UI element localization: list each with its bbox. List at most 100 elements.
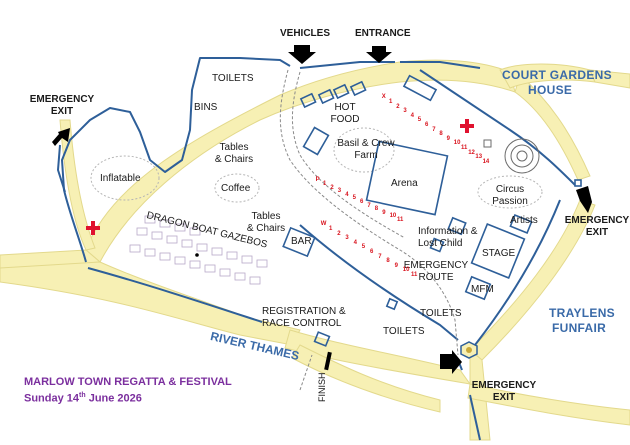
stall-number: 2 — [337, 230, 341, 237]
toilets-mid-label: TOILETS — [420, 308, 462, 319]
stall-number: 11 — [411, 272, 418, 278]
lost-child-label: Lost Child — [418, 238, 463, 249]
stall-number: 2 — [330, 184, 334, 191]
emergency-exit-e-label: EMERGENCY EXIT — [563, 215, 630, 239]
emergency-exit-arrow-icon — [440, 350, 462, 374]
emergency-exit-nw-label: EMERGENCY EXIT — [28, 94, 96, 118]
artists-label: Artists — [510, 215, 538, 226]
structures — [282, 74, 582, 347]
tables-chairs-right-label: Tables & Chairs — [244, 211, 288, 235]
gazebo-marker-dot — [195, 253, 199, 257]
stage-label: STAGE — [482, 248, 516, 259]
stall-number: 9 — [394, 262, 398, 269]
tables-text: Tables — [251, 211, 281, 222]
emergency-exit-text: EMERGENCY — [29, 94, 95, 105]
access-arrows — [52, 45, 592, 374]
first-aid-icon — [86, 119, 474, 235]
stall-number: 1 — [323, 181, 327, 187]
stall-number: 10 — [453, 140, 461, 147]
gazebo-grid — [129, 215, 268, 285]
arena-label: Arena — [391, 178, 418, 189]
exit-text: EXIT — [585, 227, 609, 238]
tables-chairs-left-label: Tables & Chairs — [212, 142, 256, 166]
passion-text: Passion — [492, 196, 528, 207]
circus-text: Circus — [495, 184, 525, 195]
stall-number: 8 — [374, 206, 379, 213]
bar-label: BAR — [291, 236, 312, 247]
stall-number: 6 — [425, 122, 429, 128]
chairs-text: & Chairs — [214, 154, 254, 165]
stall-number: 7 — [367, 202, 371, 209]
information-label: Information & — [418, 226, 478, 237]
service-tracks — [279, 69, 459, 391]
event-date: Sunday 14th June 2026 — [24, 392, 142, 405]
circus-ring — [483, 138, 540, 174]
stall-number: 7 — [432, 126, 436, 133]
stall-row-letter: W — [320, 221, 327, 228]
traylens-label: TRAYLENS — [549, 306, 615, 320]
basil-crew-farm-label: Basil & Crew Farm — [334, 138, 398, 162]
tables-text: Tables — [219, 142, 249, 153]
stall-number: 6 — [370, 249, 374, 255]
stall-number: 8 — [386, 258, 390, 265]
site-boundary — [57, 57, 576, 441]
hot-text: HOT — [334, 102, 356, 113]
farm-text: Farm — [354, 150, 378, 161]
stall-number: 4 — [410, 112, 414, 119]
stall-number: 5 — [361, 244, 366, 251]
finish-label: FINISH — [317, 372, 327, 402]
stall-number: 4 — [353, 239, 357, 246]
stall-number: 1 — [329, 226, 333, 232]
stall-number: 5 — [352, 195, 356, 202]
circus-passion-label: Circus Passion — [490, 184, 530, 208]
stall-number: 14 — [482, 158, 490, 165]
emergency-text: EMERGENCY — [403, 260, 469, 271]
stall-row-letter: X — [381, 94, 386, 101]
stall-number: 4 — [345, 191, 349, 198]
emergency-exit-arrow-icon — [52, 128, 70, 146]
landmark-hexagon-icon — [460, 341, 478, 359]
stall-number: 2 — [396, 103, 400, 110]
hot-food-label: HOT FOOD — [330, 102, 360, 126]
stall-number: 6 — [360, 199, 364, 205]
stall-number: 13 — [475, 154, 483, 161]
stall-number: 9 — [446, 135, 450, 142]
vehicles-arrow-icon — [288, 45, 316, 64]
basil-crew-text: Basil & Crew — [337, 138, 395, 149]
funfair-label: FUNFAIR — [552, 321, 607, 335]
stall-number: 3 — [403, 108, 407, 115]
toilets-bottom-label: TOILETS — [383, 326, 425, 337]
food-text: FOOD — [330, 114, 360, 125]
bins-label: BINS — [194, 102, 218, 113]
inflatable-label: Inflatable — [100, 173, 141, 184]
stall-number: 7 — [378, 253, 382, 260]
emergency-exit-text: EMERGENCY — [471, 380, 537, 391]
stall-number: 5 — [417, 117, 422, 124]
toilets-top-label: TOILETS — [212, 73, 254, 84]
footpaths — [0, 59, 630, 441]
stall-number: 1 — [389, 99, 393, 105]
entrance-arrow-icon — [366, 46, 392, 63]
stall-number: 9 — [382, 209, 386, 216]
court-gardens-house-label: HOUSE — [528, 83, 573, 97]
emergency-route-label: EMERGENCY ROUTE — [403, 260, 469, 284]
emergency-exit-arrow-icon — [576, 186, 592, 213]
stall-row-letter: P — [315, 177, 320, 184]
chairs-text: & Chairs — [246, 223, 286, 234]
route-text: ROUTE — [418, 272, 454, 283]
stall-number: 11 — [397, 217, 404, 223]
race-control-label: RACE CONTROL — [262, 318, 342, 329]
exit-text: EXIT — [492, 392, 516, 403]
stall-number: 11 — [461, 145, 468, 151]
stall-number: 12 — [468, 149, 475, 156]
entrance-label: ENTRANCE — [355, 28, 411, 39]
emergency-exit-text: EMERGENCY — [564, 215, 630, 226]
stall-number: 10 — [402, 267, 410, 274]
stall-number: 8 — [439, 131, 443, 138]
court-gardens-label: COURT GARDENS — [502, 68, 612, 82]
stall-number: 3 — [337, 188, 342, 195]
exit-text: EXIT — [50, 106, 74, 117]
stall-number: 3 — [345, 235, 349, 242]
